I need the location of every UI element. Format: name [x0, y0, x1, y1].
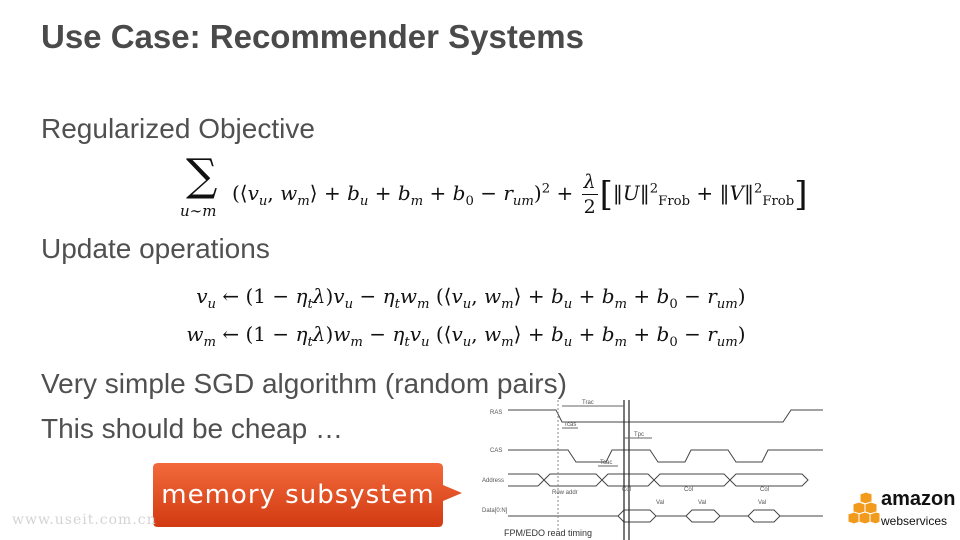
bullet-cheap: This should be cheap …	[41, 413, 343, 444]
timing-data-2: Val	[698, 500, 706, 506]
slide-title: Use Case: Recommender Systems	[41, 18, 584, 55]
bullet-update-operations: Update operations	[41, 233, 270, 264]
aws-logo: amazon webservices	[848, 488, 956, 534]
aws-logo-webservices: webservices	[881, 514, 948, 528]
update-equation-v: vu ← (1 − ηtλ)vu − ηtwm (⟨vu, wm⟩ + bu +…	[196, 284, 746, 312]
bullet-regularized-objective: Regularized Objective	[41, 113, 315, 144]
timing-signal-cas: CAS	[490, 448, 502, 454]
timing-signal-data: Data[0:N]	[482, 508, 508, 514]
fpm-edo-timing-diagram: RAS CAS Address Data[0:N] Trac Tcas Tpc …	[482, 400, 823, 540]
sum-symbol: ∑	[186, 150, 218, 201]
memory-subsystem-callout: memory subsystem	[153, 463, 463, 527]
update-equation-w: wm ← (1 − ηtλ)wm − ηtvu (⟨vu, wm⟩ + bu +…	[186, 322, 746, 350]
timing-caption: FPM/EDO read timing	[504, 528, 592, 538]
timing-address-col-2: Col	[684, 487, 693, 493]
bullet-sgd-algorithm: Very simple SGD algorithm (random pairs)	[41, 368, 567, 399]
timing-label-tcac: Tcac	[600, 460, 612, 466]
timing-address-col-1: Col	[622, 487, 631, 493]
callout-label: memory subsystem	[161, 480, 435, 510]
timing-signal-ras: RAS	[490, 410, 502, 416]
objective-equation: ∑ u∼m (⟨vu, wm⟩ + bu + bm + b0 − rum)2 +…	[180, 150, 808, 221]
watermark: www.useit.com.cn	[12, 512, 157, 528]
timing-address-col-3: Col	[760, 487, 769, 493]
timing-data-3: Val	[758, 500, 766, 506]
timing-signal-address: Address	[482, 478, 504, 484]
timing-label-trac: Trac	[582, 400, 594, 406]
timing-address-row: Row addr	[552, 490, 578, 496]
aws-logo-amazon: amazon	[881, 488, 956, 510]
timing-label-tpc: Tpc	[634, 432, 644, 438]
callout-shape	[153, 463, 462, 527]
aws-cubes-icon	[848, 492, 880, 525]
timing-data-1: Val	[656, 500, 664, 506]
timing-label-tcas: Tcas	[564, 422, 576, 428]
